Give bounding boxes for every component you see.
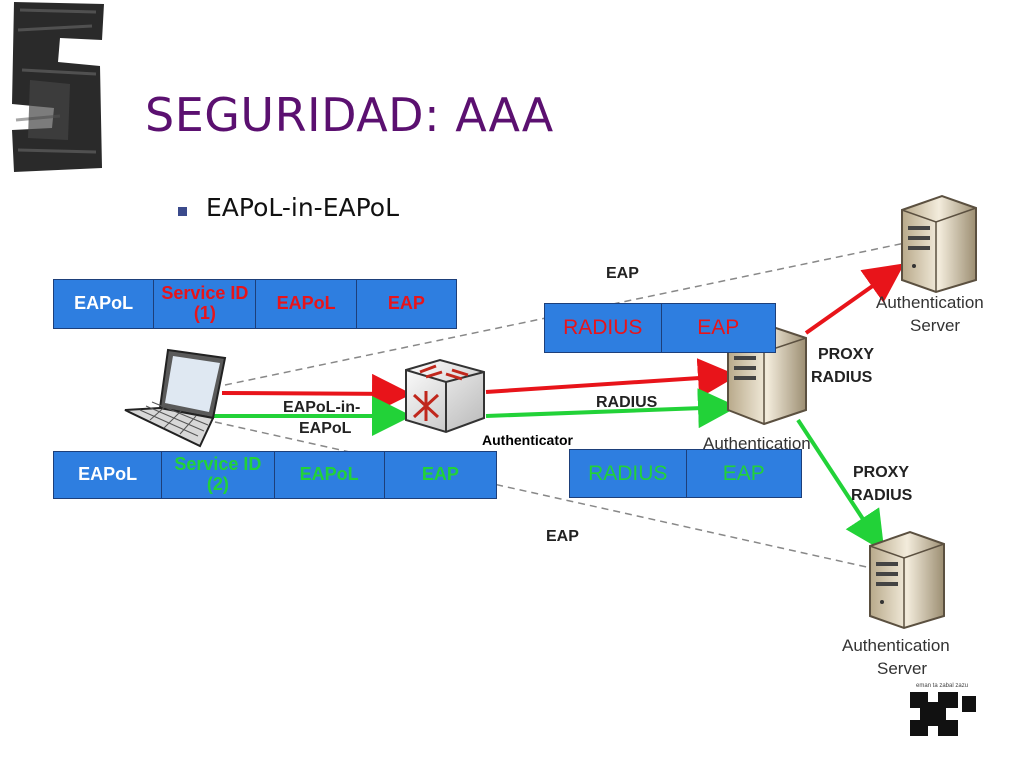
packet-field: EAP [722, 461, 765, 485]
eap-dashed-line-bottom [214, 421, 881, 571]
packet-field: EAP [421, 464, 459, 485]
packet-field: RADIUS [570, 450, 687, 497]
radius-label: RADIUS [596, 394, 658, 411]
auth-server-bottom-label-line2: Server [877, 659, 928, 678]
packet-top-mid: RADIUS EAP [544, 303, 776, 353]
packet-top-left: EAPoL Service ID (1) EAPoL EAP [53, 279, 457, 329]
switch-icon [405, 358, 485, 434]
red-flow-laptop-switch [221, 373, 412, 414]
bullet-marker [178, 207, 187, 216]
auth-server-top-label-line2: Server [910, 316, 961, 335]
server-icon [869, 530, 945, 630]
packet-bottom-left: EAPoL Service ID (2) EAPoL EAP [53, 451, 497, 499]
server-icon [901, 194, 977, 294]
auth-proxy-partial-label: Authentication [703, 434, 811, 450]
proxy-radius-label-bottom-line1: PROXY [853, 464, 910, 481]
packet-field: RADIUS [545, 304, 662, 352]
red-flow-switch-proxy [485, 358, 738, 399]
university-logo-caption: eman ta zabal zazu [916, 683, 969, 689]
bullet-text: EAPoL-in-EAPoL [206, 193, 400, 222]
proxy-radius-label-top-line2: RADIUS [811, 369, 873, 386]
packet-field: EAPoL [256, 280, 357, 328]
packet-field: EAPoL [54, 280, 155, 328]
packet-field: Service ID (1) [154, 280, 257, 328]
eap-dashed-line-top [224, 242, 906, 386]
packet-field: EAPoL [275, 452, 385, 498]
packet-field: Service ID (2) [162, 452, 275, 498]
green-flow-switch-proxy [485, 388, 738, 429]
authenticator-label: Authenticator [482, 432, 573, 448]
packet-bottom-mid: RADIUS EAP [569, 449, 802, 498]
eap-label-bottom: EAP [546, 528, 579, 545]
grunge-logo [12, 2, 104, 172]
university-logo [910, 692, 976, 736]
packet-field: EAPoL [54, 452, 163, 498]
auth-server-bottom-label-line1: Authentication [842, 636, 950, 655]
eapol-in-eapol-label-line1: EAPoL-in- [283, 399, 361, 416]
proxy-radius-label-bottom-line2: RADIUS [851, 487, 913, 504]
eap-label-top: EAP [606, 265, 639, 282]
packet-field: EAP [387, 293, 425, 314]
green-flow-proxy-server [796, 418, 885, 552]
slide-title: SEGURIDAD: AAA [145, 88, 554, 142]
auth-server-top-label-line1: Authentication [876, 293, 984, 312]
eapol-in-eapol-label-line2: EAPoL [299, 420, 352, 437]
proxy-radius-label-top-line1: PROXY [818, 346, 875, 363]
red-flow-proxy-server [804, 263, 905, 335]
laptop-icon [124, 348, 227, 448]
packet-field: EAP [697, 316, 740, 340]
